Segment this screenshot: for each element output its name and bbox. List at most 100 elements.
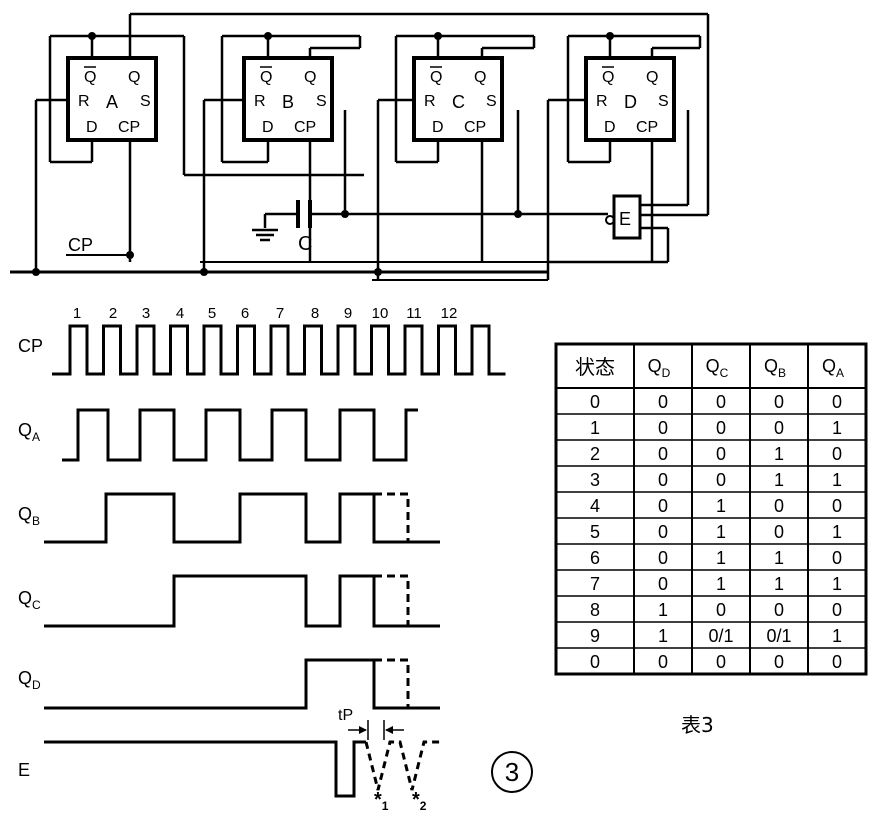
pulse-number: 9: [344, 305, 352, 322]
table-cell: 4: [590, 496, 600, 516]
pin-r-label: R: [596, 93, 608, 110]
pin-s-label: S: [658, 93, 669, 110]
flipflop-box: [66, 56, 158, 142]
table-cell: 1: [590, 418, 600, 438]
signal-labels: CP QA QB QC QD E: [18, 336, 43, 780]
pin-d-label: D: [86, 119, 98, 136]
flipflop-box: [412, 56, 504, 142]
table-row: 8 1 0 0 0: [590, 600, 842, 620]
pin-cp-label: CP: [464, 119, 486, 136]
clock-input-label: CP: [68, 235, 93, 255]
table-cell: 0: [658, 522, 668, 542]
table-cell: 1: [774, 470, 784, 490]
table-cell: 0: [832, 444, 842, 464]
table-cell: 1: [774, 574, 784, 594]
table-cell: 0: [832, 600, 842, 620]
wave-qb: [44, 492, 440, 544]
pulse-number: 7: [276, 305, 284, 322]
table-cell: 0/1: [766, 626, 791, 646]
table-cell: 1: [832, 418, 842, 438]
table-cell: 0: [716, 444, 726, 464]
gate-e-inversion-bubble: [605, 215, 615, 225]
wave-qd-dashed: [374, 658, 410, 708]
table-cell: 0: [774, 600, 784, 620]
pulse-number: 4: [176, 305, 184, 322]
capacitor-label: C: [298, 233, 312, 255]
flipflop-name: C: [452, 92, 465, 112]
pulse-number: 2: [109, 305, 117, 322]
table-row: 9 1 0/1 0/1 1: [590, 626, 842, 646]
table-header-state: 状态: [575, 355, 615, 379]
table-cell: 5: [590, 522, 600, 542]
table-cell: 1: [832, 522, 842, 542]
table-cell: 0: [716, 652, 726, 672]
table-cell: 0: [658, 470, 668, 490]
table-cell: 1: [716, 574, 726, 594]
flipflop-box: [584, 56, 676, 142]
tp-label: tP: [338, 707, 353, 724]
pin-r-label: R: [78, 93, 90, 110]
pin-qbar-label: Q: [602, 69, 614, 86]
table-cell: 0: [590, 652, 600, 672]
table-cell: 0: [774, 652, 784, 672]
table-cell: 0: [658, 444, 668, 464]
circuit: [10, 12, 710, 281]
table-cell: 1: [658, 600, 668, 620]
table-cell: 0: [774, 392, 784, 412]
table-border: [554, 342, 868, 676]
wave-qc: [44, 574, 440, 628]
table-cell: 1: [832, 574, 842, 594]
signal-label-qc: QC: [18, 588, 41, 612]
table-cell: 0: [716, 600, 726, 620]
wave-qd: [44, 658, 440, 710]
signal-label-qd: QD: [18, 668, 41, 692]
table-cell: 1: [716, 522, 726, 542]
flipflop-box: [242, 56, 334, 142]
figure-number: 3: [491, 751, 533, 793]
table-cell: 1: [774, 444, 784, 464]
pin-cp-label: CP: [294, 119, 316, 136]
table-cell: 1: [774, 548, 784, 568]
table-cell: 2: [590, 444, 600, 464]
signal-label-cp: CP: [18, 336, 43, 356]
table-row: 2 0 0 1 0: [590, 444, 842, 464]
table-header-qd: QD: [648, 356, 671, 380]
flipflop-name: D: [624, 92, 637, 112]
table-cell: 0: [658, 548, 668, 568]
pin-cp-label: CP: [118, 119, 140, 136]
flipflop-name: A: [106, 92, 118, 112]
wave-cp: [52, 324, 506, 376]
wave-qc-dashed: [374, 574, 410, 626]
pin-q-label: Q: [474, 69, 486, 86]
pulse-number: 11: [406, 305, 422, 322]
signal-label-qa: QA: [18, 420, 40, 444]
pin-qbar-label: Q: [84, 69, 96, 86]
circuit-junctions: [32, 32, 614, 276]
table-header-qb: QB: [764, 356, 786, 380]
pin-d-label: D: [432, 119, 444, 136]
table-cell: 1: [832, 470, 842, 490]
table-cell: 1: [658, 626, 668, 646]
table-cell: 8: [590, 600, 600, 620]
pin-qbar-label: Q: [430, 69, 442, 86]
pin-r-label: R: [254, 93, 266, 110]
table-cell: 0: [658, 418, 668, 438]
pulse-number: 6: [241, 305, 249, 322]
signal-label-e: E: [18, 760, 30, 780]
table-cell: 0: [716, 418, 726, 438]
pulse-number: 5: [208, 305, 216, 322]
table-cell: 9: [590, 626, 600, 646]
table-cell: 0/1: [708, 626, 733, 646]
table-cell: 1: [832, 626, 842, 646]
pin-cp-label: CP: [636, 119, 658, 136]
